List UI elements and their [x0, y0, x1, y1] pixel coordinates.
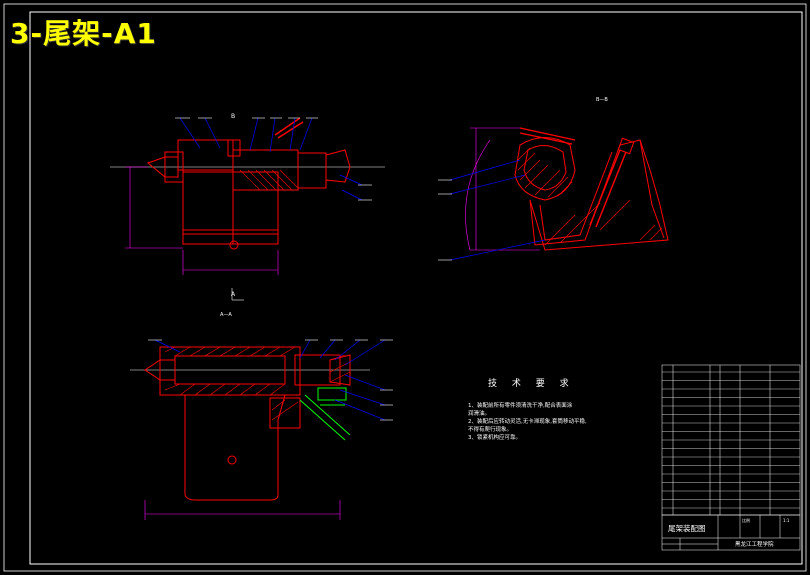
tech-note: 2、装配后应转动灵活,无卡滞现象,套筒移动平稳, — [468, 419, 587, 425]
section-bb-label: B—B — [596, 97, 608, 103]
front-view — [110, 117, 385, 250]
tech-note: 3、锁紧机构应可靠。 — [468, 435, 521, 441]
section-aa-view — [130, 346, 370, 501]
section-bb-leaders — [449, 159, 546, 261]
view-marker-b: B — [231, 113, 235, 120]
scale-value: 1:1 — [783, 518, 790, 523]
parts-list-rows — [662, 371, 800, 509]
body-base — [182, 171, 279, 235]
front-dimensions — [125, 166, 279, 275]
section-bb-dims — [465, 127, 540, 251]
drawing-title: 3-尾架-A1 — [10, 17, 157, 50]
view-marker-a: A — [231, 291, 236, 298]
body-top — [177, 139, 234, 171]
section-bb-view — [514, 127, 669, 251]
tech-requirements-notes: 1、装配前所有零件须清洗干净,配合表面涂 润滑油。 2、装配后应转动灵活,无卡滞… — [468, 402, 638, 442]
front-label-underlines — [175, 117, 372, 201]
sheet-border — [3, 3, 807, 572]
section-aa-label: A—A — [220, 312, 232, 318]
section-aa-underlines — [148, 339, 393, 421]
section-aa-leaders — [154, 339, 386, 421]
front-leaders — [179, 117, 363, 201]
section-bb-underlines — [438, 179, 452, 261]
tail-tip — [146, 156, 179, 178]
body-mid — [232, 149, 299, 191]
tech-note: 1、装配前所有零件须清洗干净,配合表面涂 — [468, 403, 573, 409]
title-block — [661, 514, 801, 551]
handle-green — [299, 387, 351, 441]
scale-label: 比例 — [742, 517, 750, 523]
inner-frame — [29, 11, 803, 565]
tech-note: 不得有爬行现象。 — [468, 427, 513, 433]
tech-requirements-title: 技 术 要 求 — [488, 379, 575, 389]
section-aa-dims — [144, 500, 341, 520]
drawing-name: 尾架装配图 — [668, 523, 706, 533]
tech-note: 润滑油。 — [468, 411, 491, 417]
school-name: 黑龙江工程学院 — [735, 540, 774, 548]
